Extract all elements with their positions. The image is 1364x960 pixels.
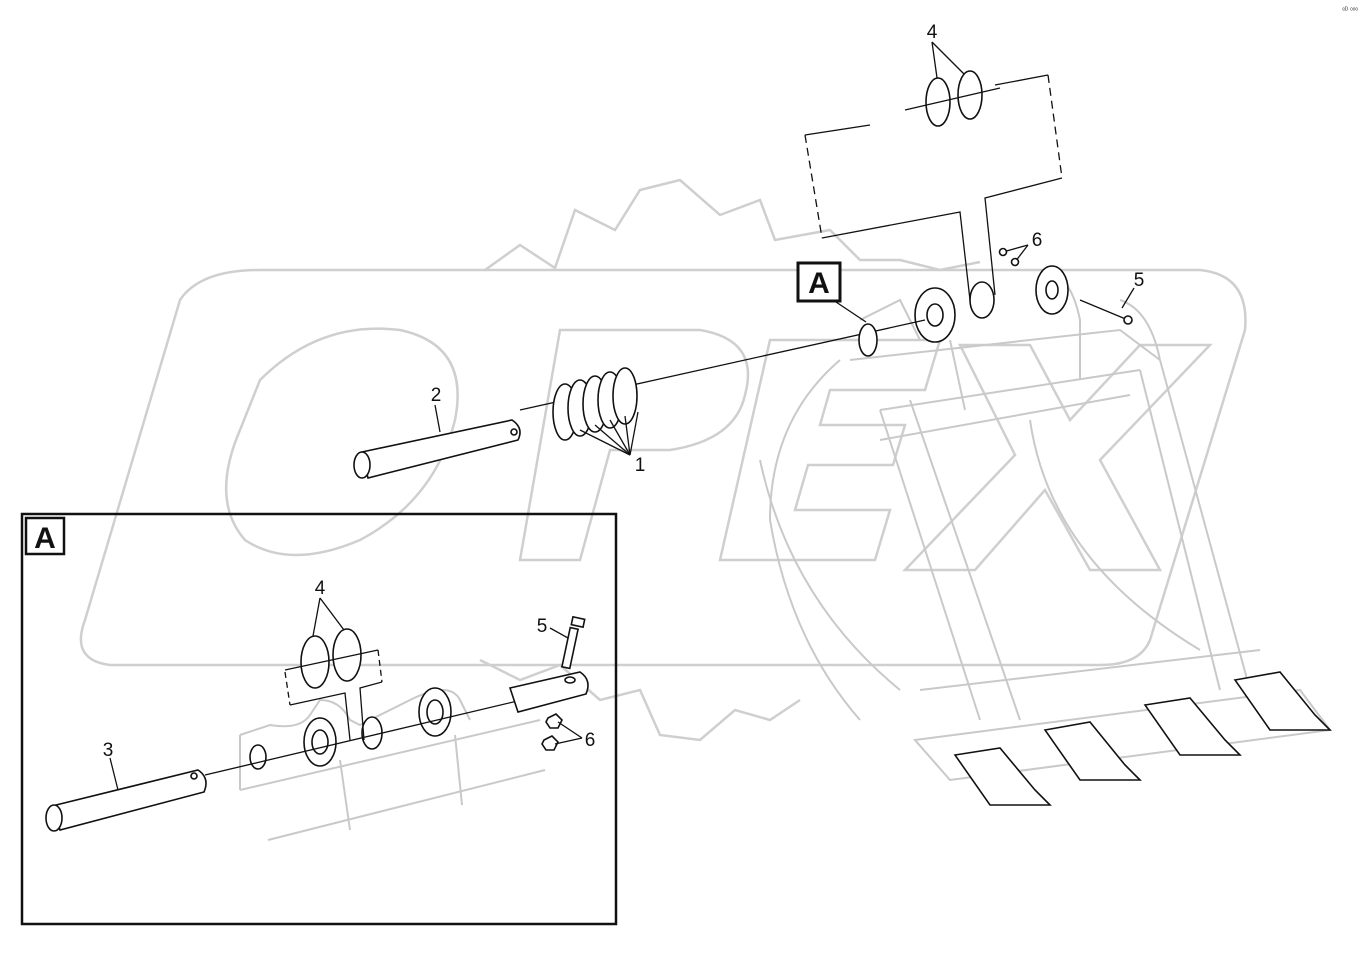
bucket-teeth: [953, 671, 1332, 806]
watermark-logo: [79, 178, 1247, 742]
exploded-bracket-main: [804, 74, 1063, 301]
o-rings-item-4: [904, 70, 1001, 127]
detail-bucket-ears: [239, 687, 546, 841]
pin-item-2: [353, 419, 521, 479]
detail-view-label-box: [24, 516, 66, 556]
exploded-bracket-detail: [284, 649, 383, 741]
label-item-6-main: 6: [1032, 230, 1043, 251]
detail-view-frame: [20, 512, 618, 926]
leader-lines-detail: [109, 597, 583, 791]
bucket-body: [759, 328, 1332, 782]
bolt-item-5: [560, 615, 586, 670]
shim-stack: [552, 367, 638, 441]
pin-item-3: [45, 769, 207, 832]
detail-view-label: A: [34, 522, 56, 555]
leader-lines-main: [434, 41, 1135, 456]
label-item-1: 1: [635, 455, 646, 476]
detail-pin-with-bolt: [508, 671, 589, 713]
o-ring-a: [858, 323, 878, 357]
label-item-2: 2: [431, 385, 442, 406]
bucket-mounting-ears: [859, 265, 1161, 411]
detail-o-rings-item-4: [284, 628, 379, 689]
label-item-5-main: 5: [1134, 270, 1145, 291]
corner-mark: ᵉᴰ ᵒᵒᵒ: [1342, 7, 1358, 14]
label-item-5-detail: 5: [537, 616, 548, 637]
label-item-6-detail: 6: [585, 730, 596, 751]
nuts-item-6: [541, 713, 563, 751]
callout-box-a-label: A: [808, 267, 830, 300]
label-item-4-detail: 4: [315, 578, 326, 599]
bolt-nut-main: [998, 247, 1133, 325]
label-item-4-main: 4: [927, 22, 938, 43]
callout-box-a: [796, 261, 842, 303]
label-item-3: 3: [103, 740, 114, 761]
